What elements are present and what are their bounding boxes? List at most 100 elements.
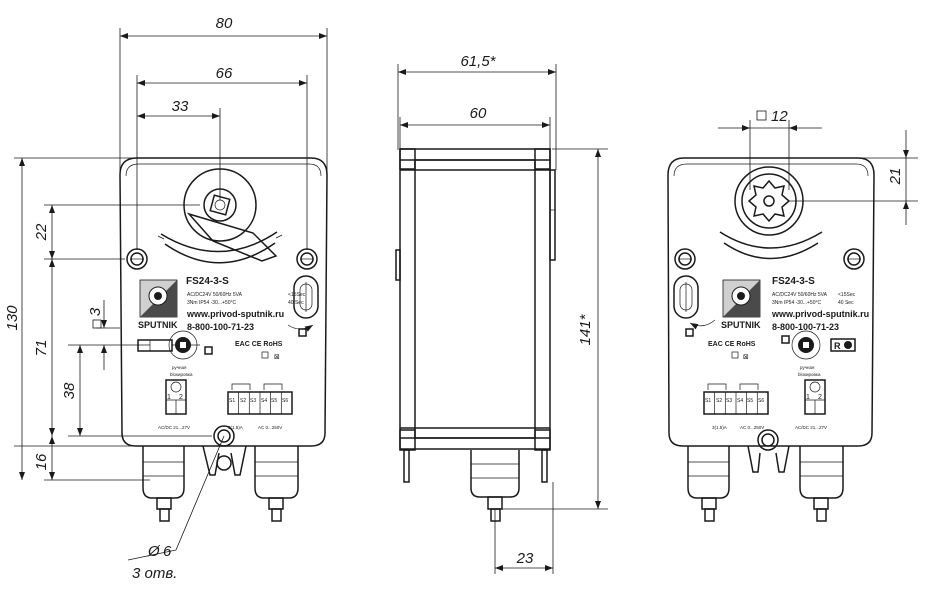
rear-supply-left: AC/DC 21...27V (795, 425, 827, 430)
rear-terminal-s5: S5 (747, 398, 753, 404)
front-sputnik-logo (139, 279, 178, 318)
front-model-text: FS24-3-S (186, 276, 229, 287)
side-cable-gland (470, 450, 520, 522)
rear-r-mark: R (834, 341, 841, 351)
dim-22: 22 (33, 223, 50, 241)
front-terminal-s5: S5 (271, 398, 277, 404)
rear-switch-terminal (703, 383, 769, 415)
dim-80: 80 (216, 15, 233, 32)
dim-hole-diameter: 6 (163, 543, 172, 560)
rear-fuse-text: 3(1.5)A (712, 425, 727, 430)
front-terminal-1: 1 (167, 394, 171, 401)
rear-lock-icon (685, 328, 694, 337)
dim-66: 66 (216, 65, 233, 82)
front-terminal-s6: S6 (282, 398, 288, 404)
front-cable-gland-left (142, 446, 185, 522)
rear-terminal-s6: S6 (758, 398, 764, 404)
rear-screw-right (843, 248, 865, 270)
rear-dial-lock-icon (781, 335, 790, 344)
front-double-insulation-icon (261, 351, 269, 359)
front-manual-text-2: blокировка (170, 372, 193, 377)
side-body-inner (414, 159, 536, 439)
rear-scale-arc (719, 231, 823, 260)
front-dimensions: 80 66 33 130 22 71 16 38 3 (4, 15, 328, 582)
dim-71: 71 (33, 340, 50, 357)
rear-terminal-s3: S3 (726, 398, 732, 404)
front-cable-gland-right (254, 446, 299, 522)
rear-motor-terminal (804, 379, 826, 415)
side-tab-left (403, 449, 410, 483)
front-screw-left (126, 248, 148, 270)
rear-view: SPUTNIK FS24-3-S AC/DC24V 50/60Hz 5VA <1… (667, 157, 875, 522)
front-motor-terminal (165, 379, 187, 415)
rear-adjust-dial (791, 330, 821, 360)
front-manual-handle (293, 275, 319, 319)
dim-hole-count: 3 отв. (132, 565, 177, 582)
front-screw-right (296, 248, 318, 270)
rear-model-text: FS24-3-S (772, 276, 815, 287)
front-phone-text: 8-800-100-71-23 (187, 322, 254, 332)
front-housing-inner-line (125, 163, 322, 177)
rear-dimensions: 12 21 (718, 108, 918, 225)
rear-manual-text-2: blокировка (798, 372, 821, 377)
dim-hole-diameter-symbol: Ø (147, 543, 161, 560)
rear-manual-handle (673, 275, 699, 319)
front-supply-left: AC/DC 21...27V (158, 425, 190, 430)
front-terminal-s1: S1 (229, 398, 235, 404)
rear-double-insulation-icon (731, 351, 739, 359)
front-spec-time2: 40 Sec (288, 300, 304, 306)
front-shaft-lever (183, 168, 278, 262)
rear-spec-time1: <15Sec (838, 292, 856, 298)
side-lever-edge (549, 169, 556, 261)
dim-61-5: 61,5* (460, 53, 496, 70)
rear-supply-right: AC 0...250V (740, 425, 764, 430)
front-supply-right: AC 0...250V (258, 425, 282, 430)
front-manual-text: ручная (172, 365, 187, 370)
side-dimensions: 61,5* 60 141* 23 (397, 53, 608, 574)
rear-screw-left (674, 248, 696, 270)
rear-r-indicator (830, 338, 856, 352)
side-view (395, 148, 556, 522)
rear-screw-bottom (757, 429, 779, 451)
front-switch-terminal (227, 383, 293, 415)
front-view: SPUTNIK FS24-3-S AC/DC24V 50/60Hz 5VA <1… (119, 157, 328, 522)
rear-brand-text: SPUTNIK (721, 320, 761, 330)
rear-terminal-1: 1 (806, 394, 810, 401)
dim-130: 130 (4, 305, 21, 331)
dim-square-3: 3 (87, 307, 104, 316)
rear-cable-gland-left (687, 446, 730, 522)
dim-21: 21 (887, 168, 904, 186)
dim-38: 38 (61, 382, 78, 399)
front-scale-arc (157, 231, 283, 264)
rear-website-text: www.privod-sputnik.ru (771, 309, 869, 319)
rear-cert-marks: EAC CE RoHS (708, 341, 756, 348)
front-spec-time1: <15Sec (288, 292, 306, 298)
dim-square-3-icon (92, 319, 102, 329)
front-spec-line2: 3Nm IP54 -30...+50°C (187, 300, 236, 306)
dim-square-12-icon (756, 110, 767, 121)
rear-spec-time2: 40 Sec (838, 300, 854, 306)
dim-60: 60 (470, 105, 487, 122)
front-fuse-text: 3(1.5)A (228, 425, 243, 430)
front-weee-icon: ⊠ (274, 354, 280, 361)
rear-phone-text: 8-800-100-71-23 (772, 322, 839, 332)
rear-terminal-s2: S2 (716, 398, 722, 404)
dim-141: 141* (577, 313, 594, 345)
rear-terminal-s1: S1 (705, 398, 711, 404)
front-spec-line1: AC/DC24V 50/60Hz 5VA (187, 292, 243, 298)
front-screw-bottom (213, 425, 235, 447)
front-housing-outline (119, 157, 328, 447)
rear-spec-line2: 3Nm IP54 -30...+50°C (772, 300, 821, 306)
side-body-outline (399, 148, 551, 450)
dim-16: 16 (33, 453, 50, 470)
dim-12: 12 (771, 108, 788, 125)
front-terminal-2: 2 (179, 394, 183, 401)
rear-cable-gland-right (799, 446, 844, 522)
rear-sputnik-logo (722, 279, 761, 318)
front-lock-icon (298, 328, 307, 337)
rear-rotate-arrow (689, 319, 716, 330)
rear-weee-icon: ⊠ (743, 354, 749, 361)
front-bottom-tabs (202, 445, 247, 476)
dim-23: 23 (516, 550, 534, 567)
